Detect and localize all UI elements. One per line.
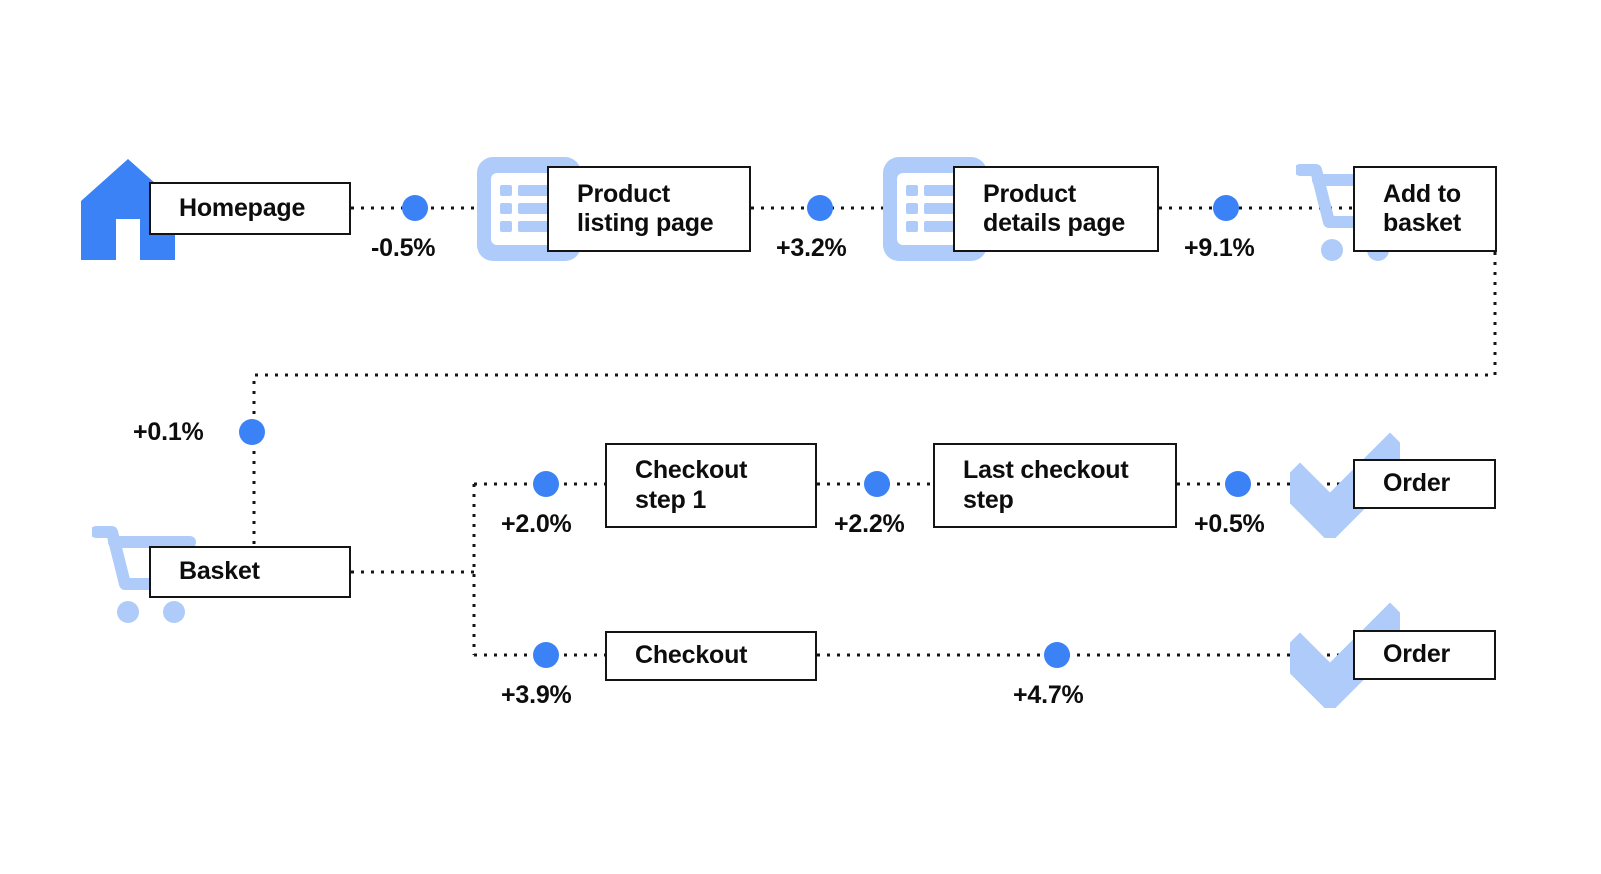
node-order-bottom[interactable]: Order — [1353, 630, 1496, 680]
node-label: Product details page — [983, 179, 1126, 238]
node-product-listing-page[interactable]: Product listing page — [547, 166, 751, 252]
node-order-top[interactable]: Order — [1353, 459, 1496, 509]
node-homepage[interactable]: Homepage — [149, 182, 351, 235]
delta-label-d3: +9.1% — [1184, 234, 1255, 262]
node-label: Order — [1383, 469, 1451, 498]
step-dot-d8[interactable] — [533, 642, 559, 668]
node-last-checkout-step[interactable]: Last checkout step — [933, 443, 1177, 528]
node-basket[interactable]: Basket — [149, 546, 351, 598]
node-label: Last checkout step — [963, 456, 1129, 514]
step-dot-d6[interactable] — [864, 471, 890, 497]
step-dot-d1[interactable] — [402, 195, 428, 221]
delta-label-d2: +3.2% — [776, 234, 847, 262]
step-dot-d9[interactable] — [1044, 642, 1070, 668]
node-checkout[interactable]: Checkout — [605, 631, 817, 681]
node-add-to-basket[interactable]: Add to basket — [1353, 166, 1497, 252]
node-label: Checkout step 1 — [635, 456, 748, 514]
step-dot-d7[interactable] — [1225, 471, 1251, 497]
delta-label-d5: +2.0% — [501, 510, 572, 538]
node-label: Basket — [179, 557, 260, 586]
node-label: Add to basket — [1383, 179, 1462, 238]
node-label: Order — [1383, 640, 1451, 669]
delta-label-d7: +0.5% — [1194, 510, 1265, 538]
node-label: Homepage — [179, 193, 306, 222]
node-label: Product listing page — [577, 179, 714, 238]
delta-label-d9: +4.7% — [1013, 681, 1084, 709]
node-product-details-page[interactable]: Product details page — [953, 166, 1159, 252]
node-label: Checkout — [635, 641, 748, 670]
step-dot-d3[interactable] — [1213, 195, 1239, 221]
delta-label-d8: +3.9% — [501, 681, 572, 709]
step-dot-d2[interactable] — [807, 195, 833, 221]
delta-label-d4: +0.1% — [133, 418, 204, 446]
delta-label-d1: -0.5% — [371, 234, 436, 262]
step-dot-d4[interactable] — [239, 419, 265, 445]
node-checkout-step-1[interactable]: Checkout step 1 — [605, 443, 817, 528]
delta-label-d6: +2.2% — [834, 510, 905, 538]
step-dot-d5[interactable] — [533, 471, 559, 497]
